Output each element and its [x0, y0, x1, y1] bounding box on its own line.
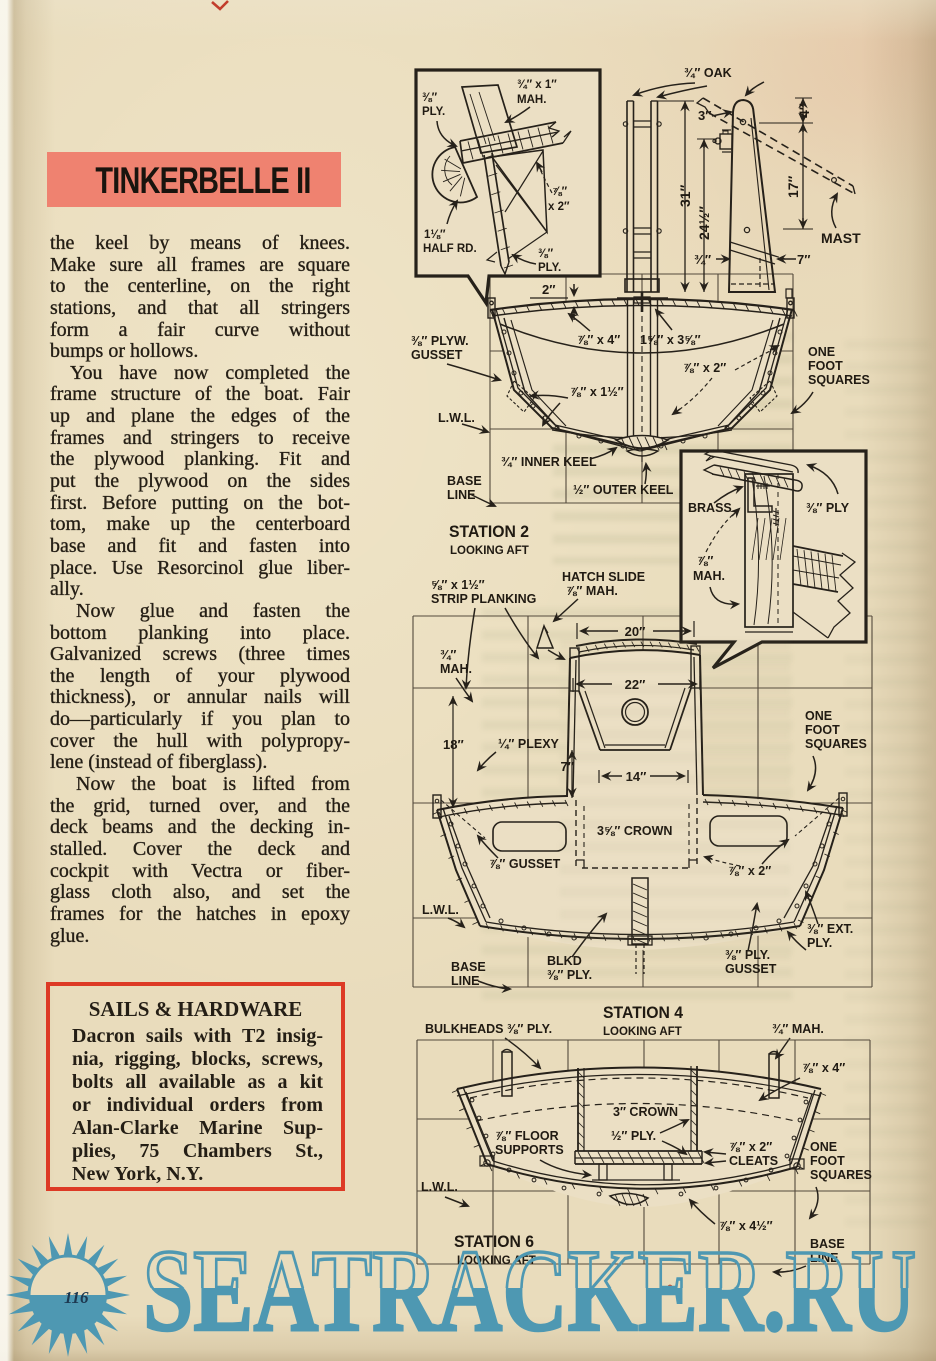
svg-text:3″: 3″: [698, 108, 711, 123]
svg-text:22″: 22″: [625, 677, 646, 692]
svg-text:STATION 2: STATION 2: [449, 522, 529, 541]
svg-text:116: 116: [64, 1288, 89, 1307]
svg-text:LINE: LINE: [451, 974, 479, 988]
svg-text:⅞″: ⅞″: [552, 186, 568, 198]
svg-text:½″ PLY.: ½″ PLY.: [611, 1129, 656, 1143]
svg-text:LOOKING AFT: LOOKING AFT: [457, 1255, 536, 1267]
svg-text:½″ OUTER KEEL: ½″ OUTER KEEL: [573, 483, 674, 497]
svg-text:¼″ PLEXY: ¼″ PLEXY: [498, 737, 560, 751]
svg-text:LOOKING AFT: LOOKING AFT: [450, 545, 529, 557]
svg-text:GUSSET: GUSSET: [411, 348, 463, 362]
svg-text:⅜″: ⅜″: [538, 248, 554, 260]
svg-text:1⅝″ x 3⅝″: 1⅝″ x 3⅝″: [640, 333, 701, 347]
svg-text:SUPPORTS: SUPPORTS: [495, 1143, 564, 1157]
svg-text:31″: 31″: [677, 184, 693, 207]
svg-text:L.W.L.: L.W.L.: [422, 903, 459, 917]
svg-text:BLKD: BLKD: [547, 954, 582, 968]
svg-text:MAH.: MAH.: [440, 662, 472, 676]
svg-text:LOOKING AFT: LOOKING AFT: [603, 1026, 682, 1038]
svg-text:20″: 20″: [625, 624, 646, 639]
svg-text:PLY.: PLY.: [807, 936, 832, 950]
svg-text:18″: 18″: [443, 737, 464, 752]
svg-text:MAST: MAST: [821, 230, 861, 246]
svg-text:¾″: ¾″: [694, 252, 711, 267]
svg-text:CLEATS: CLEATS: [729, 1154, 778, 1168]
svg-text:17″: 17″: [785, 175, 801, 198]
svg-text:7″: 7″: [561, 759, 574, 774]
svg-text:⅞″ MAH.: ⅞″ MAH.: [566, 584, 618, 598]
svg-text:24½″: 24½″: [696, 206, 712, 240]
svg-text:FOOT: FOOT: [810, 1154, 845, 1168]
svg-text:ONE: ONE: [808, 345, 835, 359]
svg-text:⅞″ x 2″: ⅞″ x 2″: [683, 361, 726, 375]
svg-text:⅜″ PLYW.: ⅜″ PLYW.: [411, 334, 469, 348]
svg-text:HALF RD.: HALF RD.: [423, 243, 477, 255]
svg-text:BASE: BASE: [447, 474, 482, 488]
svg-text:SEATRACKER.RU: SEATRACKER.RU: [143, 1225, 916, 1356]
svg-text:7″: 7″: [797, 252, 810, 267]
svg-text:¾″: ¾″: [440, 648, 456, 662]
svg-text:1⅛″: 1⅛″: [424, 229, 446, 241]
svg-text:⅞″ FLOOR: ⅞″ FLOOR: [495, 1129, 559, 1143]
svg-text:FOOT: FOOT: [805, 723, 840, 737]
svg-text:⅞″ x 4½″: ⅞″ x 4½″: [719, 1219, 773, 1233]
svg-text:PLY.: PLY.: [538, 262, 561, 274]
svg-text:PLY.: PLY.: [422, 106, 445, 118]
svg-text:⅞″ x 1½″: ⅞″ x 1½″: [570, 385, 624, 399]
svg-text:⅜″ PLY: ⅜″ PLY: [806, 501, 850, 515]
svg-text:⅜″ EXT.: ⅜″ EXT.: [807, 922, 853, 936]
svg-text:x 2″: x 2″: [548, 201, 570, 213]
svg-text:⅞″ x 4″: ⅞″ x 4″: [577, 333, 620, 347]
svg-text:2″: 2″: [542, 282, 555, 297]
svg-text:⅞″ x 2″: ⅞″ x 2″: [728, 864, 771, 878]
svg-text:3″ CROWN: 3″ CROWN: [613, 1105, 678, 1119]
svg-text:MAH.: MAH.: [693, 569, 725, 583]
svg-text:14″: 14″: [626, 769, 647, 784]
svg-text:⅜″ PLY.: ⅜″ PLY.: [725, 948, 770, 962]
svg-text:LINE: LINE: [810, 1251, 838, 1265]
svg-text:ONE: ONE: [805, 709, 832, 723]
svg-text:BULKHEADS ⅜″ PLY.: BULKHEADS ⅜″ PLY.: [425, 1022, 552, 1036]
svg-text:4″: 4″: [796, 103, 812, 118]
svg-text:ONE: ONE: [810, 1140, 837, 1154]
svg-text:¾″ x 1″: ¾″ x 1″: [517, 79, 557, 91]
svg-text:⅞″ GUSSET: ⅞″ GUSSET: [489, 857, 561, 871]
svg-text:SEATRACKER.RU: SEATRACKER.RU: [143, 1225, 916, 1356]
svg-text:GUSSET: GUSSET: [725, 962, 777, 976]
svg-text:SQUARES: SQUARES: [805, 737, 867, 751]
svg-text:¾″ INNER KEEL: ¾″ INNER KEEL: [501, 455, 597, 469]
svg-text:FOOT: FOOT: [808, 359, 843, 373]
svg-text:BRASS: BRASS: [688, 501, 732, 515]
svg-text:SQUARES: SQUARES: [810, 1168, 872, 1182]
svg-text:⅜″ PLY.: ⅜″ PLY.: [547, 968, 592, 982]
svg-text:L.W.L.: L.W.L.: [438, 411, 475, 425]
svg-text:LINE: LINE: [447, 488, 475, 502]
svg-text:⅝″ x 1½″: ⅝″ x 1½″: [431, 578, 485, 592]
svg-text:⅜″: ⅜″: [422, 92, 438, 104]
svg-text:MAH.: MAH.: [517, 94, 546, 106]
svg-text:⅞″ x 4″: ⅞″ x 4″: [802, 1061, 845, 1075]
svg-text:BASE: BASE: [810, 1237, 845, 1251]
svg-text:HATCH SLIDE: HATCH SLIDE: [562, 570, 645, 584]
svg-text:STATION 4: STATION 4: [603, 1003, 684, 1022]
svg-text:⅞″ x 2″: ⅞″ x 2″: [729, 1140, 772, 1154]
svg-text:BASE: BASE: [451, 960, 486, 974]
svg-text:¾″ MAH.: ¾″ MAH.: [772, 1022, 824, 1036]
svg-text:L.W.L.: L.W.L.: [421, 1180, 458, 1194]
svg-text:SQUARES: SQUARES: [808, 373, 870, 387]
svg-text:⅞″: ⅞″: [697, 554, 713, 568]
svg-text:STATION 6: STATION 6: [454, 1232, 534, 1251]
svg-text:STRIP PLANKING: STRIP PLANKING: [431, 592, 536, 606]
svg-text:3⅝″ CROWN: 3⅝″ CROWN: [597, 824, 672, 838]
svg-text:¾″ OAK: ¾″ OAK: [684, 66, 732, 80]
